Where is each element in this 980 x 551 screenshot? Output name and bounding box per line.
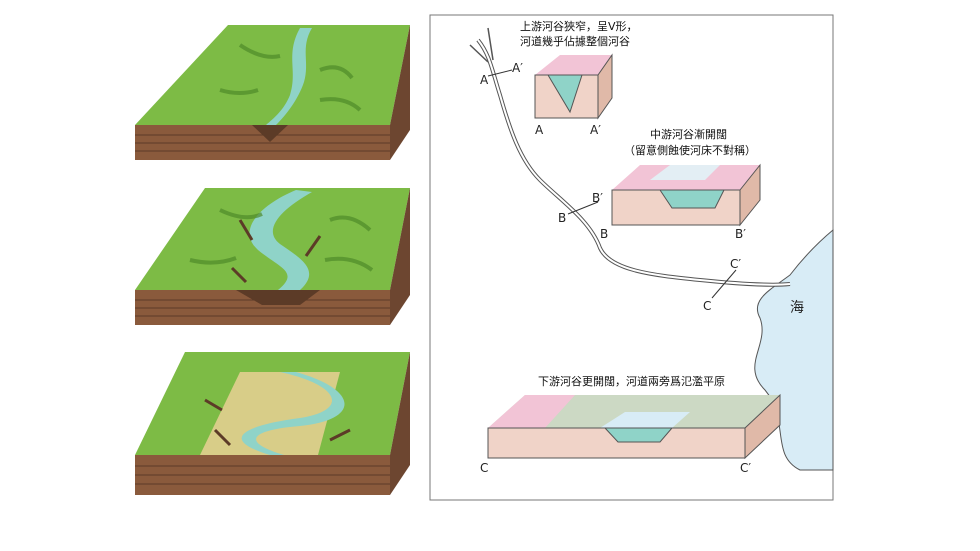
section-c-diagram (487, 393, 781, 460)
map-panel: 上游河谷狹窄，呈V形， 河道幾乎佔據整個河谷 中游河谷漸開闊 （留意側蝕使河床不… (429, 14, 834, 501)
label-b-prime-map: B′ (592, 191, 603, 205)
label-b-section: B (600, 227, 608, 241)
block1-v-notch (252, 125, 288, 142)
label-c-prime-map: C′ (730, 257, 741, 271)
label-a-prime-section: A′ (590, 123, 601, 137)
block2-river (249, 190, 312, 290)
sea-label: 海 (790, 300, 804, 316)
block3-side (390, 352, 410, 495)
block1-river (266, 28, 312, 125)
block1-surface (135, 25, 410, 125)
downstream-block-diagram (135, 352, 410, 495)
label-a-map: A (480, 73, 489, 87)
upstream-block-diagram (135, 25, 410, 160)
downstream-caption: 下游河谷更開闊，河道兩旁爲氾濫平原 (538, 374, 725, 388)
label-a-section: A (535, 123, 544, 137)
midstream-caption-line1: 中游河谷漸開闊 (650, 128, 727, 141)
sea-area (754, 228, 834, 471)
block3-meandering-river (241, 372, 345, 455)
label-c-section: C (480, 461, 488, 475)
label-a-prime-map: A′ (512, 61, 523, 75)
block1-side (390, 25, 410, 160)
upstream-caption-line1: 上游河谷狹窄，呈V形， (520, 19, 638, 33)
label-b-map: B (558, 211, 566, 225)
midstream-caption-line2: （留意側蝕使河床不對稱） (624, 143, 756, 157)
midstream-block-diagram (135, 188, 410, 325)
block3-floodplain (200, 372, 340, 455)
section-a-diagram (534, 53, 613, 120)
section-b-diagram (611, 163, 761, 227)
upstream-caption-line2: 河道幾乎佔據整個河谷 (520, 34, 630, 48)
label-c-map: C (703, 299, 711, 313)
label-b-prime-section: B′ (735, 227, 746, 241)
block2-side (390, 188, 410, 325)
river-tributaries (469, 27, 494, 63)
label-c-prime-section: C′ (740, 461, 751, 475)
